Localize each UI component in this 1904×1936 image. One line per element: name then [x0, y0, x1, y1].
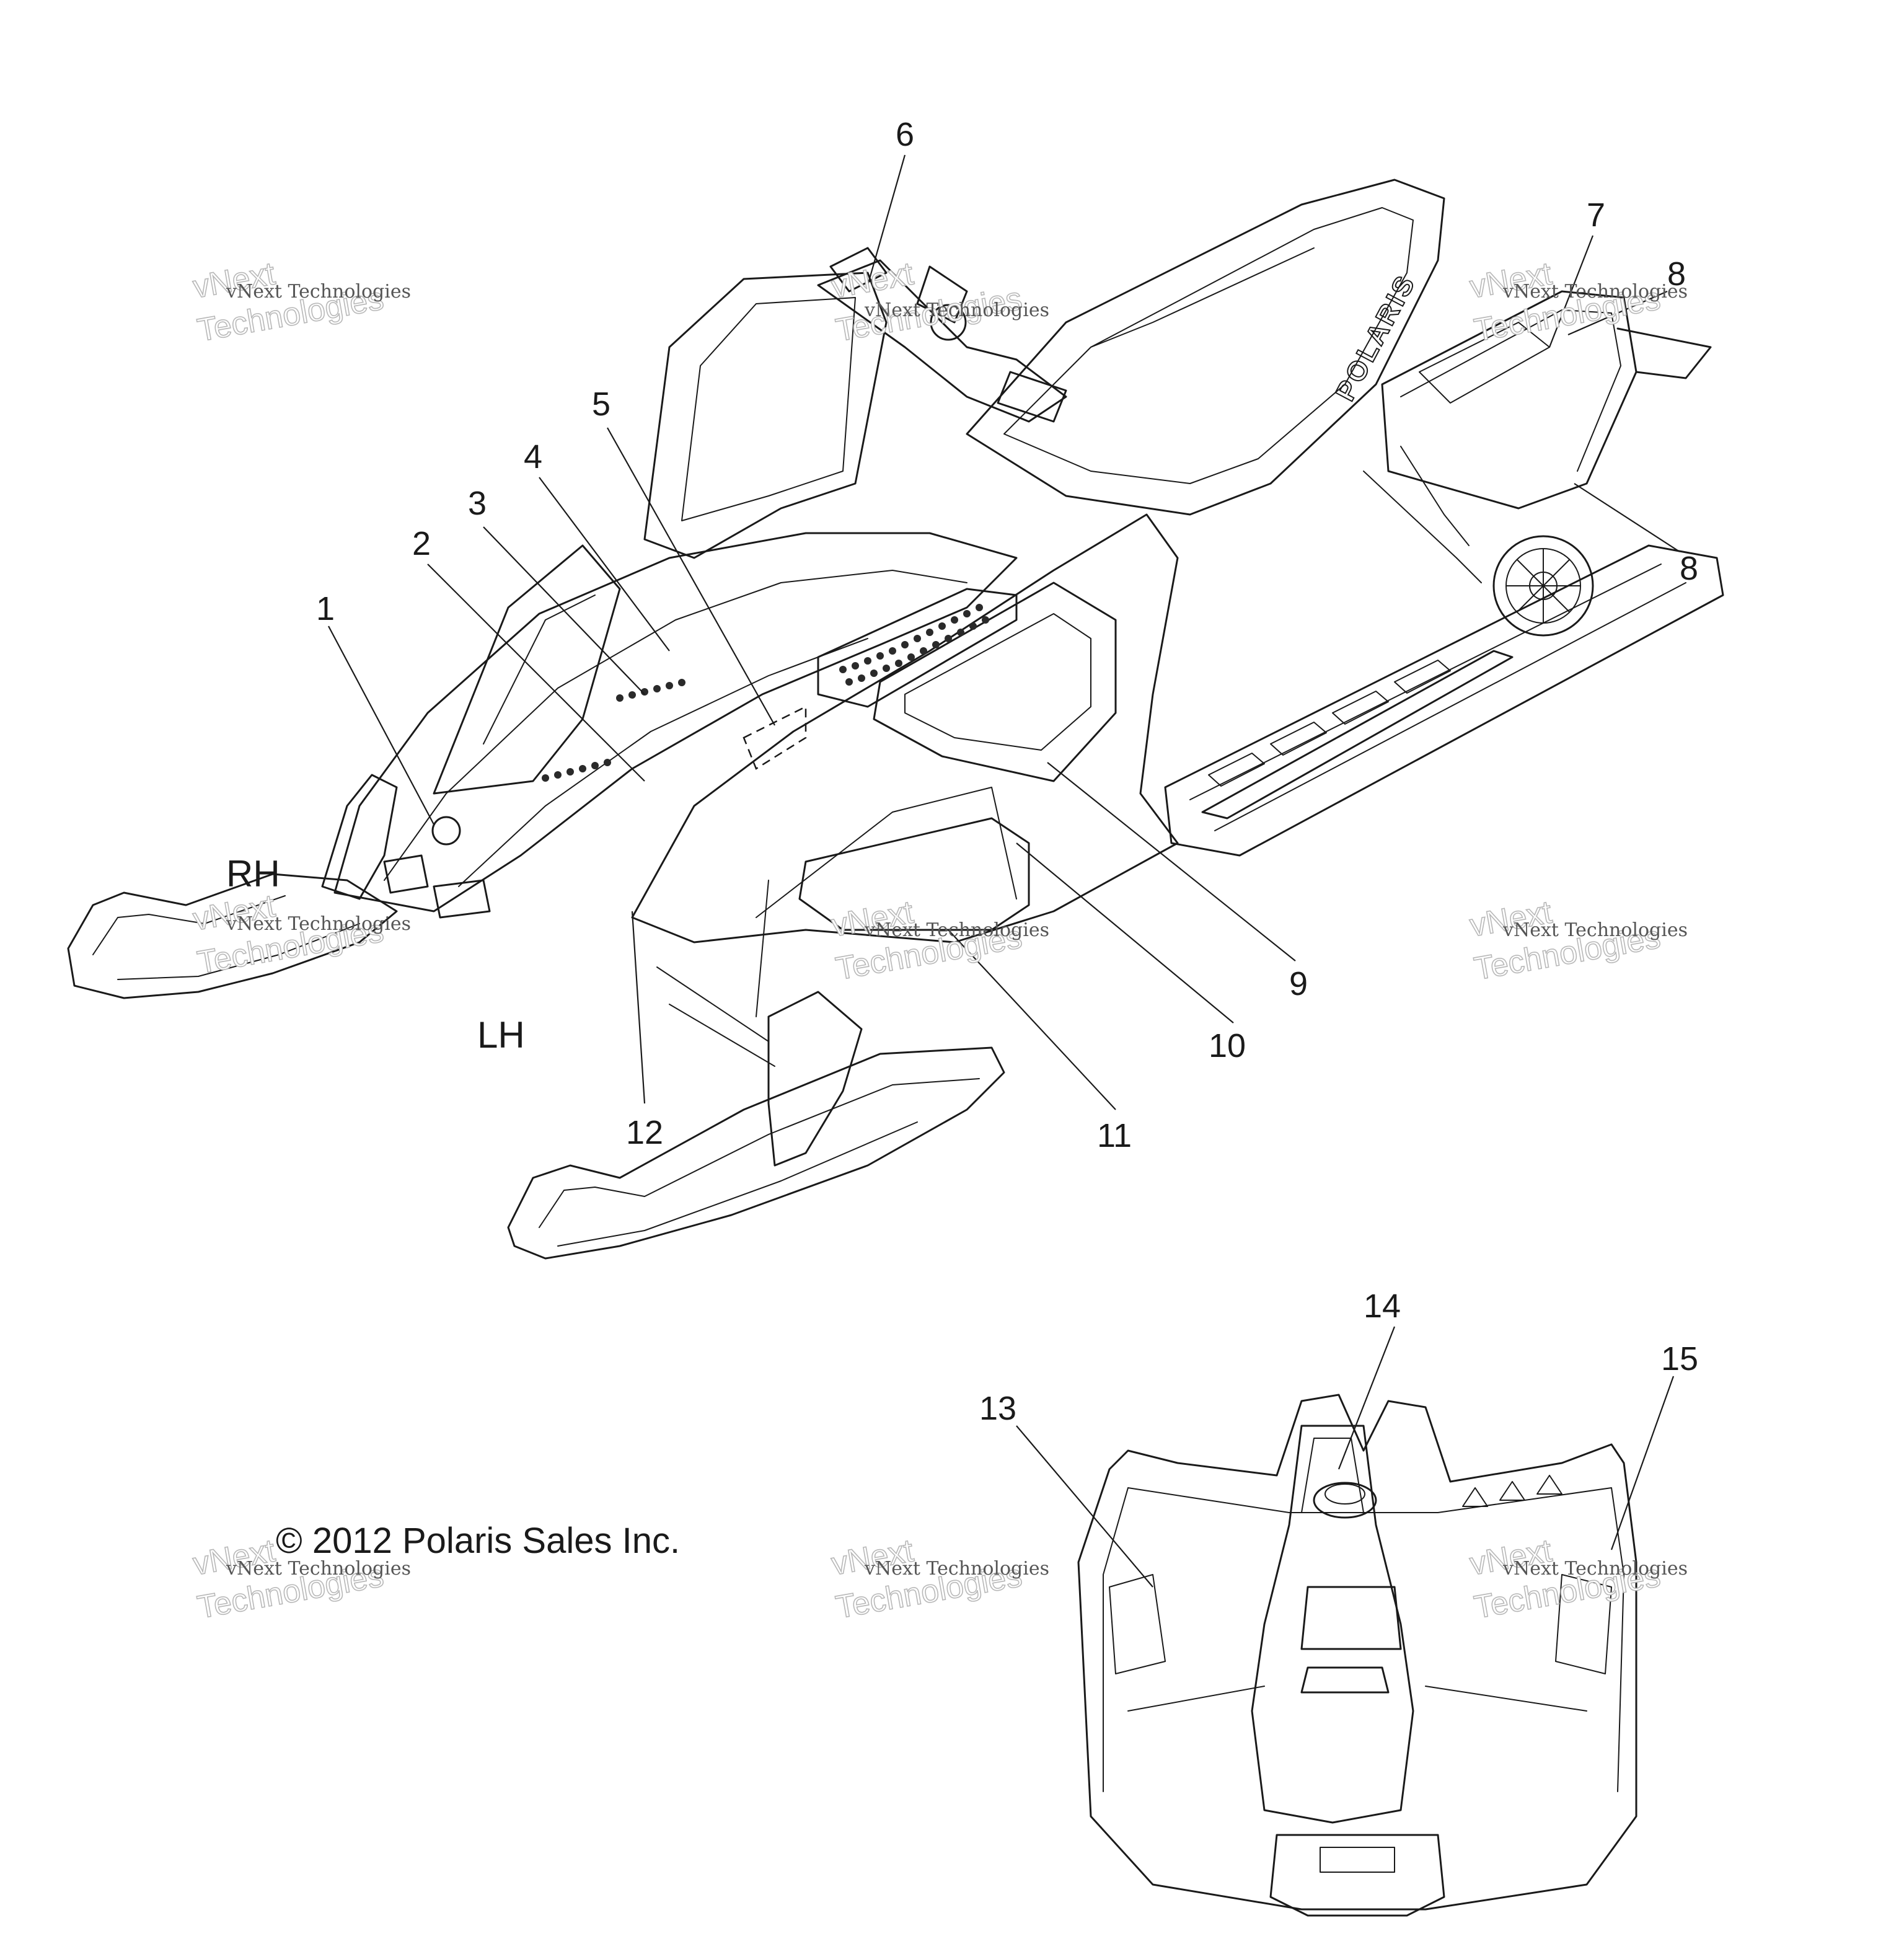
watermark: vNext Technologies vNext Technologies	[828, 894, 1049, 988]
snowmobile-illustration: POLARIS	[67, 179, 1724, 1260]
watermark: vNext Technologies vNext Technologies	[190, 888, 411, 982]
svg-text:vNext: vNext	[829, 255, 917, 305]
watermark: vNext Technologies vNext Technologies	[828, 255, 1049, 350]
callout-10: 10	[1209, 1027, 1246, 1064]
hood-illustration	[1077, 1394, 1637, 1917]
callout-12: 12	[626, 1114, 663, 1151]
svg-text:vNext Technologies: vNext Technologies	[1502, 281, 1688, 303]
svg-text:vNext Technologies: vNext Technologies	[226, 913, 411, 935]
lh-side-label: LH	[477, 1014, 525, 1056]
callout-5: 5	[592, 386, 610, 423]
callout-14: 14	[1364, 1288, 1401, 1325]
decal-5-outline	[743, 705, 807, 770]
callout-11: 11	[1097, 1117, 1132, 1154]
svg-text:vNext Technologies: vNext Technologies	[864, 1558, 1049, 1580]
svg-text:vNext Technologies: vNext Technologies	[226, 281, 411, 303]
callout-9: 9	[1289, 965, 1308, 1002]
watermark: vNext Technologies vNext Technologies	[1466, 894, 1688, 988]
watermark: vNext Technologies vNext Technologies	[190, 255, 411, 350]
callout-3: 3	[468, 485, 487, 522]
watermarks: vNext Technologies vNext Technologies vN…	[190, 255, 1688, 1627]
callout-numbers: 1 2 3 4 5 6 7 8 8 9 10 11 12 13 14 15	[316, 116, 1698, 1427]
watermark: vNext Technologies vNext Technologies	[1466, 255, 1688, 350]
upper-grille	[839, 604, 989, 686]
callout-6: 6	[896, 116, 914, 153]
callout-15: 15	[1661, 1340, 1698, 1377]
callout-1: 1	[316, 590, 335, 627]
callout-8-upper: 8	[1667, 255, 1686, 293]
svg-text:vNext Technologies: vNext Technologies	[864, 919, 1049, 941]
callout-4: 4	[524, 438, 542, 475]
watermark: vNext Technologies vNext Technologies	[828, 1532, 1049, 1627]
svg-text:vNext Technologies: vNext Technologies	[864, 299, 1049, 321]
callout-8-lower: 8	[1680, 550, 1698, 587]
callout-2: 2	[412, 525, 431, 562]
copyright-text: © 2012 Polaris Sales Inc.	[276, 1521, 680, 1561]
leader-lines	[328, 154, 1680, 1588]
svg-text:vNext Technologies: vNext Technologies	[1502, 919, 1688, 941]
callout-7: 7	[1587, 197, 1605, 234]
callout-13: 13	[979, 1390, 1016, 1427]
watermark: vNext Technologies vNext Technologies	[1466, 1532, 1688, 1627]
svg-text:vNext Technologies: vNext Technologies	[1502, 1558, 1688, 1580]
rh-side-label: RH	[226, 853, 280, 895]
svg-text:vNext Technologies: vNext Technologies	[226, 1558, 411, 1580]
